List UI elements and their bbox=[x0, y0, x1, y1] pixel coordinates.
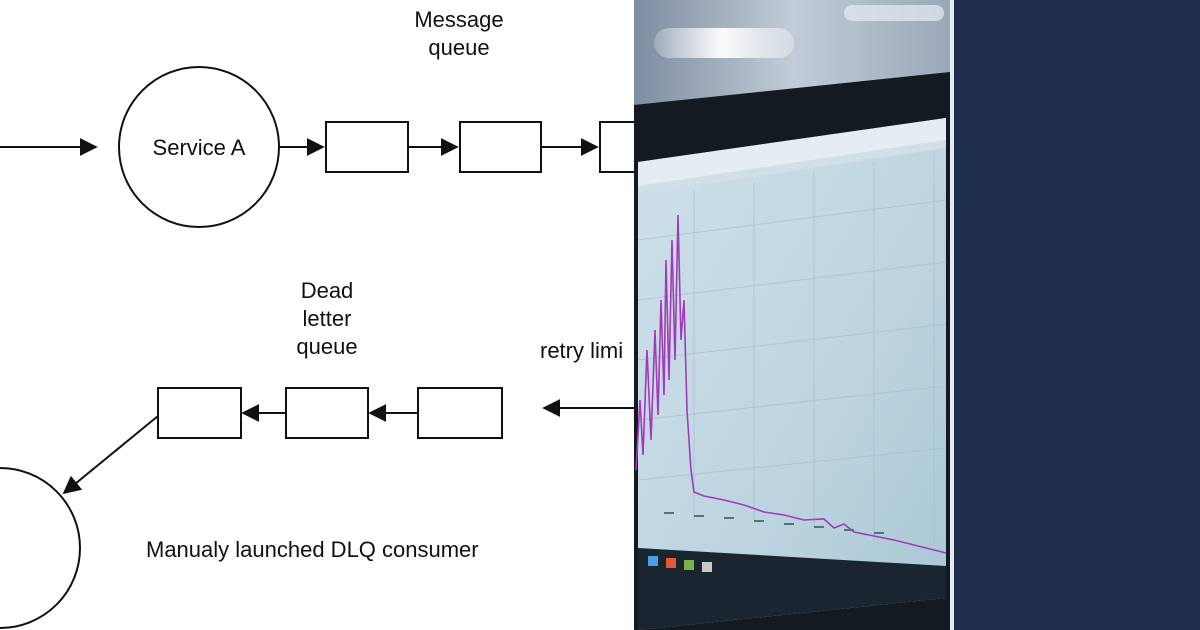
message-queue-label-line2: queue bbox=[428, 35, 489, 60]
panel-divider bbox=[950, 0, 954, 630]
dlq-box-2 bbox=[285, 387, 369, 439]
dlq-consumer-node bbox=[0, 467, 81, 629]
dlq-label-line3: queue bbox=[296, 334, 357, 359]
dlq-consumer-label: Manualy launched DLQ consumer bbox=[146, 537, 479, 562]
retry-limit-label: retry limi bbox=[540, 338, 623, 363]
queue-box-2 bbox=[459, 121, 542, 173]
dlq-to-consumer-arrow bbox=[62, 415, 159, 495]
chart-line bbox=[635, 214, 947, 554]
chart-grid bbox=[637, 152, 947, 550]
dlq-label-line2: letter bbox=[303, 306, 352, 331]
app-menu-strip bbox=[638, 140, 946, 194]
chart-xaxis-ticks bbox=[664, 512, 884, 534]
diagram-canvas: Message queue Service A Dead letter queu… bbox=[0, 7, 634, 629]
service-a-label: Service A bbox=[153, 135, 246, 160]
queue-box-3 bbox=[599, 121, 634, 173]
ceiling-light bbox=[654, 28, 794, 58]
ceiling-light-2 bbox=[844, 5, 944, 21]
dlq-label-line1: Dead bbox=[301, 278, 354, 303]
laptop-screen bbox=[638, 118, 946, 630]
app-toolbar bbox=[638, 118, 946, 186]
dlq-box-3 bbox=[417, 387, 503, 439]
dlq-box-1 bbox=[157, 387, 242, 439]
service-a-node bbox=[118, 66, 280, 228]
taskbar-icons bbox=[648, 556, 712, 572]
navy-panel bbox=[954, 0, 1200, 630]
dlq-diagram: Message queue Service A Dead letter queu… bbox=[0, 7, 634, 629]
taskbar bbox=[638, 548, 946, 630]
laptop-chart-photo bbox=[634, 0, 950, 630]
message-queue-label-line1: Message bbox=[414, 7, 503, 32]
laptop-photo-illustration bbox=[634, 0, 950, 630]
queue-box-1 bbox=[325, 121, 409, 173]
